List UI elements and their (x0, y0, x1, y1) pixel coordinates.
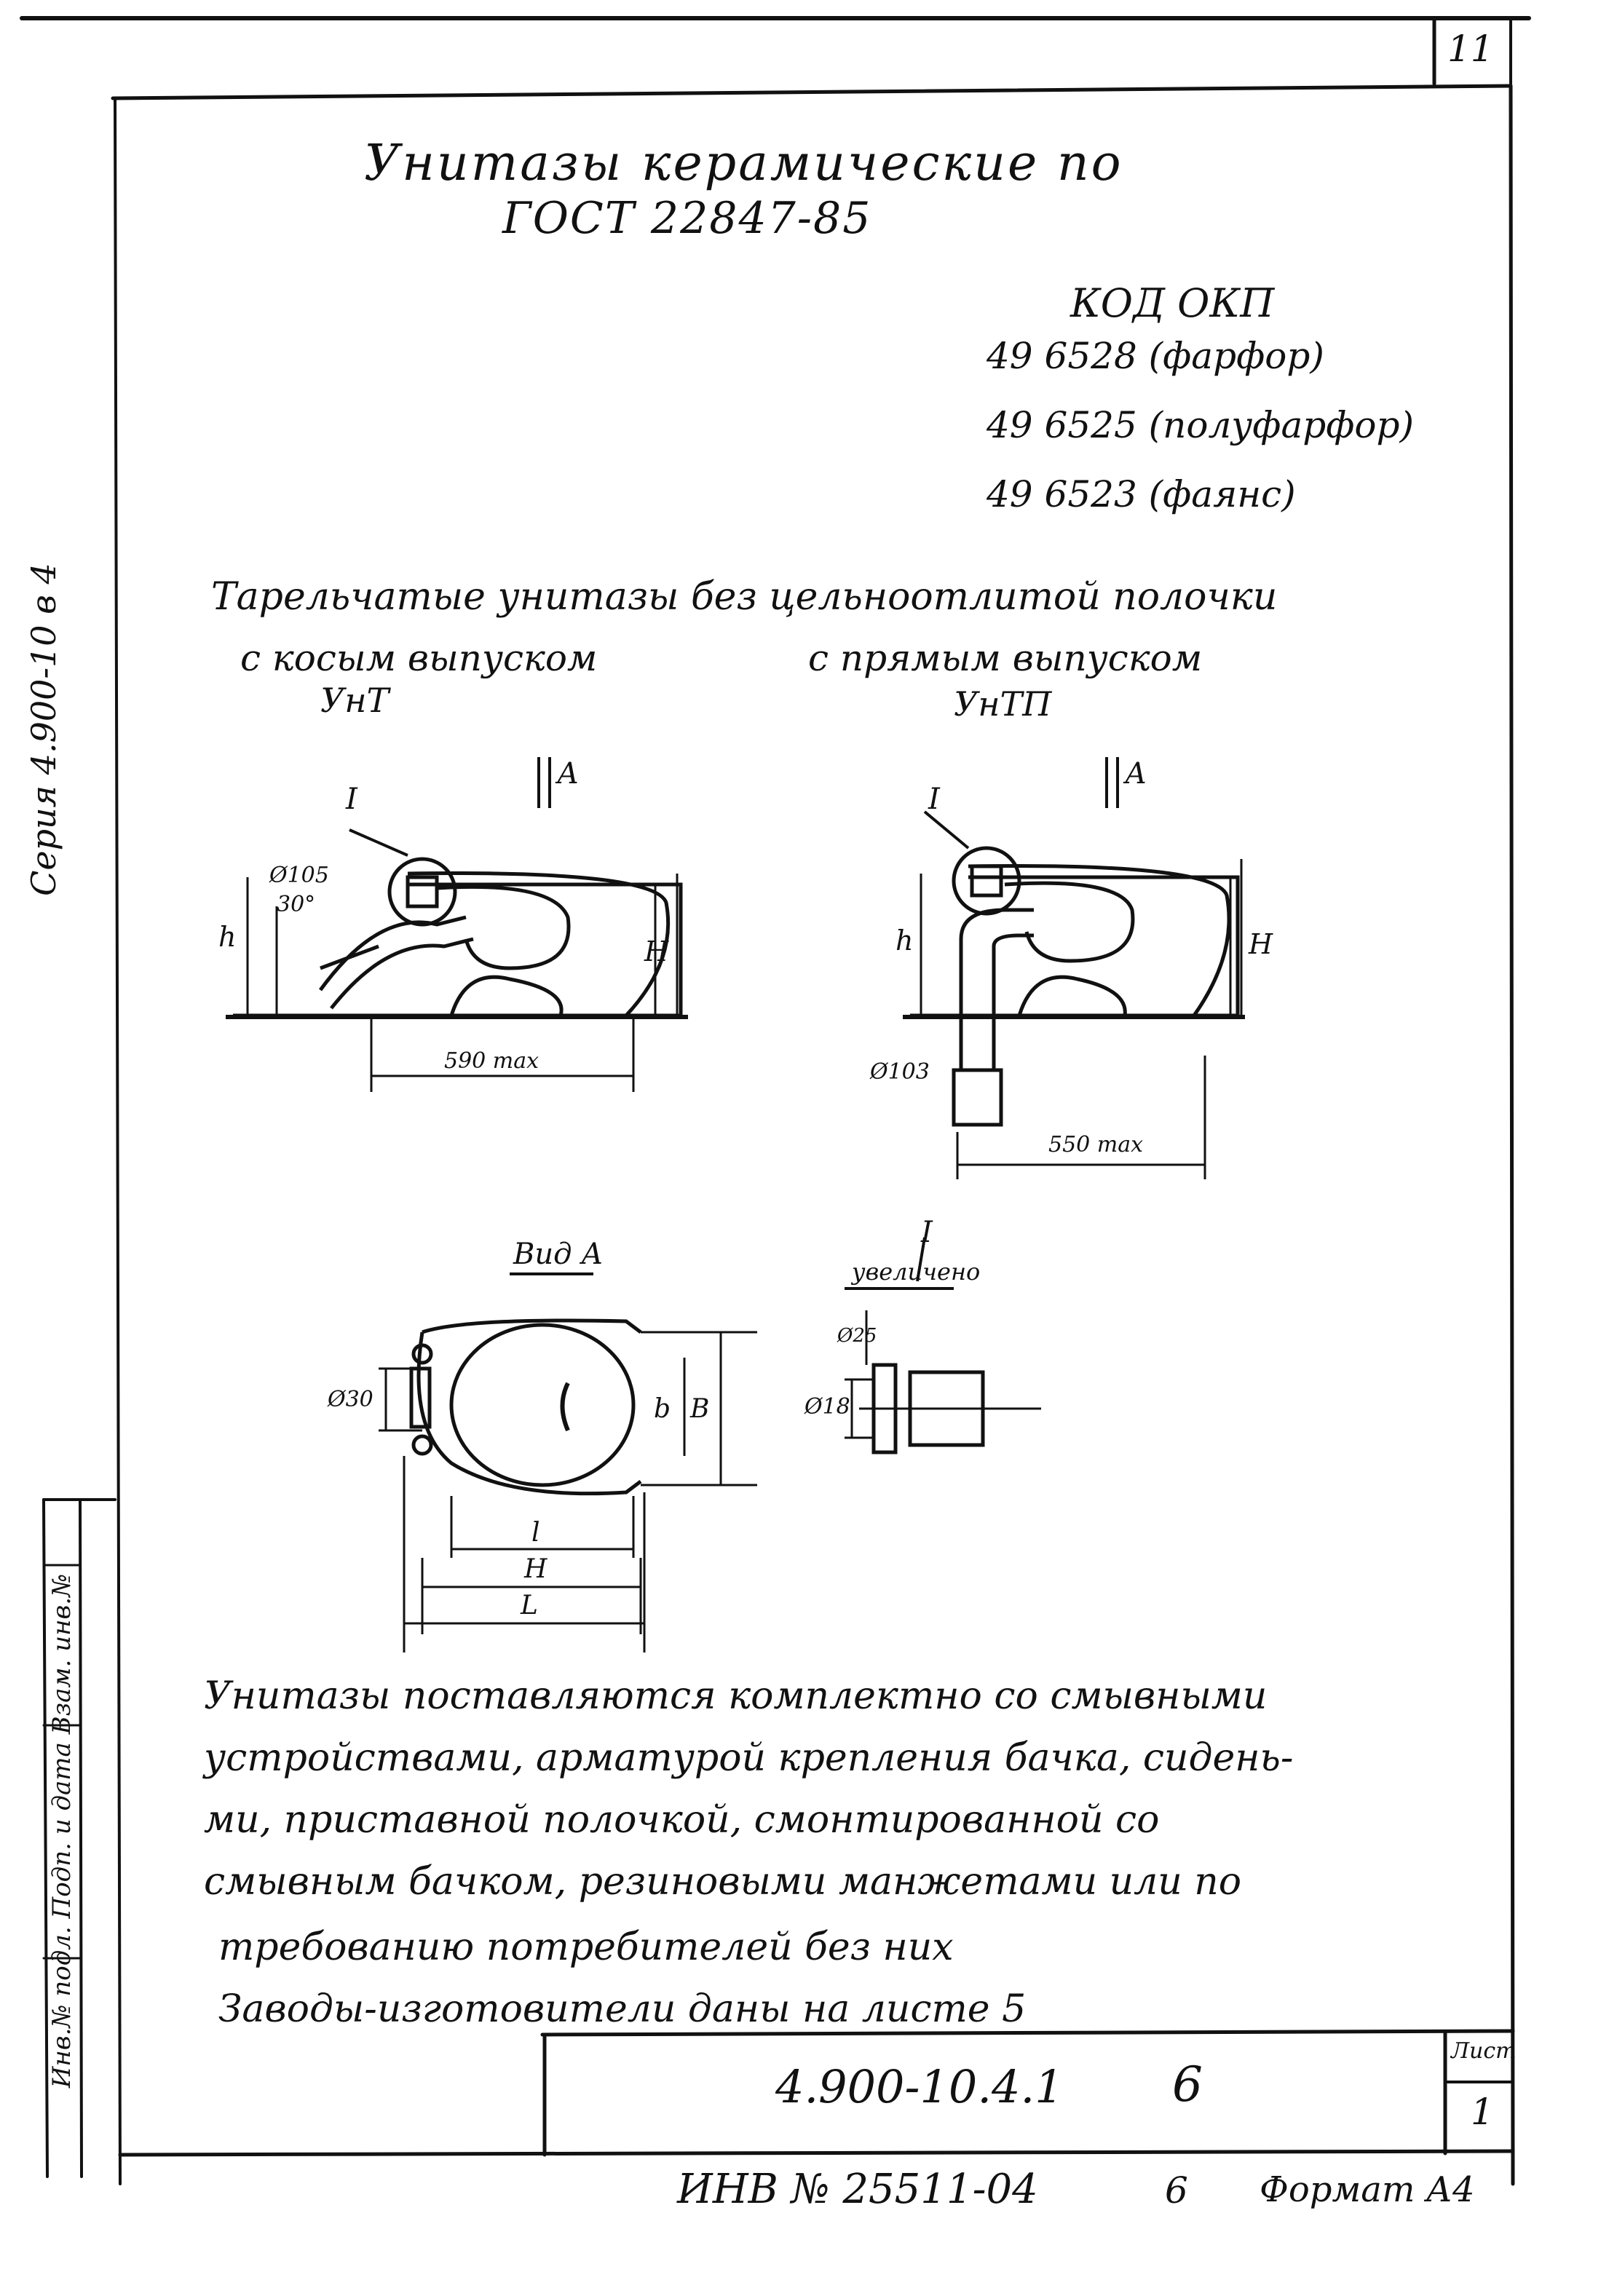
toilet-straight-drawing (903, 757, 1245, 1179)
sheet-label: Лист (1451, 2038, 1517, 2064)
label-h-left: h (218, 921, 237, 953)
document-number: 6 (1172, 2056, 1203, 2113)
label-d103: Ø103 (870, 1059, 930, 1085)
sheet-number: 11 (1447, 28, 1494, 70)
label-L: L (521, 1591, 538, 1620)
sheet-value: 1 (1471, 2091, 1494, 2133)
format-label: Формат А4 (1260, 2169, 1475, 2210)
note-line: ми, приставной полочкой, смонтированной … (204, 1798, 1160, 1842)
label-arrow-left: А (557, 757, 580, 791)
label-b: b (654, 1394, 671, 1424)
note-line: Унитазы поставляются комплектно со смывн… (204, 1674, 1268, 1718)
label-d105: Ø105 (269, 863, 329, 888)
detail-i-title: I (921, 1216, 933, 1249)
note-line: требованию потребителей без них (218, 1925, 954, 1969)
series-label: Серия 4.900-10 в 4 (24, 563, 63, 896)
left-type-caption: с косым выпуском (240, 637, 598, 679)
label-l: l (531, 1518, 540, 1548)
note-line: устройствами, арматурой крепления бачка,… (204, 1736, 1294, 1780)
footer-number: 6 (1165, 2169, 1188, 2212)
inventory-number: ИНВ № 25511-04 (677, 2166, 1038, 2213)
label-H-plan: H (524, 1554, 547, 1584)
toilet-oblique-drawing (226, 757, 688, 1092)
right-type-code: УнТП (954, 684, 1052, 724)
document-designation: 4.900-10.4.1 (775, 2060, 1064, 2113)
label-H-left: H (644, 935, 669, 967)
note-line: Заводы-изготовители даны на листе 5 (218, 1987, 1027, 2031)
detail-i-note: увеличено (852, 1258, 981, 1286)
note-line: смывным бачком, резиновыми манжетами или… (204, 1860, 1242, 1904)
left-type-code: УнТ (320, 681, 390, 720)
okp-code-porcelain: 49 6528 (фарфор) (987, 335, 1324, 377)
label-B: B (690, 1394, 710, 1424)
okp-code-semiporcelain: 49 6525 (полуфарфор) (987, 404, 1415, 446)
section-title: Тарельчатые унитазы без цельноотлитой по… (211, 575, 1278, 619)
label-H-right: H (1249, 928, 1273, 960)
view-a-drawing (379, 1272, 757, 1652)
view-a-title: Вид А (513, 1238, 604, 1271)
label-dim-right: 550 max (1048, 1132, 1144, 1157)
page-title-line-1: Унитазы керамические по (364, 135, 1123, 192)
label-d18: Ø18 (804, 1394, 850, 1420)
label-detail-right: I (928, 783, 940, 816)
detail-i-drawing (845, 1237, 1041, 1454)
label-dim-left: 590 max (444, 1048, 539, 1074)
okp-heading: КОД ОКП (1070, 280, 1275, 326)
okp-code-faience: 49 6523 (фаянс) (987, 473, 1296, 515)
right-type-caption: с прямым выпуском (808, 637, 1203, 679)
label-d30: Ø30 (328, 1387, 373, 1412)
page-title-line-2: ГОСТ 22847-85 (502, 193, 872, 244)
label-angle: 30° (277, 892, 316, 917)
label-arrow-right: А (1125, 757, 1147, 791)
label-detail-left: I (346, 783, 357, 816)
label-detail-dim: Ø25 (837, 1325, 877, 1347)
stamp-labels: Инв.№ подл. Подп. и дата Взам. инв.№ (47, 1573, 76, 2089)
label-h-right: h (896, 925, 914, 957)
